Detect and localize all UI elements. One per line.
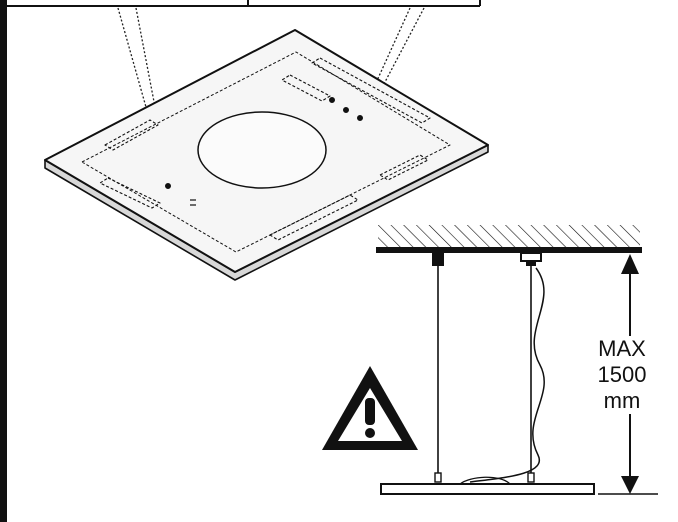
dimension-arrow: [598, 254, 658, 495]
power-cable: [469, 267, 545, 483]
left-frame-bar: [0, 0, 7, 522]
ceiling-anchor-left: [432, 253, 444, 266]
max-length-label: MAX 1500 mm: [586, 336, 658, 414]
warning-triangle-icon: [322, 366, 418, 450]
suspended-panel: [380, 483, 595, 495]
ceiling-anchor-right: [520, 252, 542, 266]
ceiling: [376, 225, 642, 253]
ceiling-plate: [44, 29, 489, 281]
suspension-wires: [437, 266, 532, 478]
top-callout-box: [7, 0, 481, 7]
max-label-line2: 1500: [597, 362, 647, 387]
max-label-line1: MAX: [598, 336, 646, 361]
max-label-line3: mm: [603, 388, 641, 413]
wire-connectors: [434, 472, 535, 483]
